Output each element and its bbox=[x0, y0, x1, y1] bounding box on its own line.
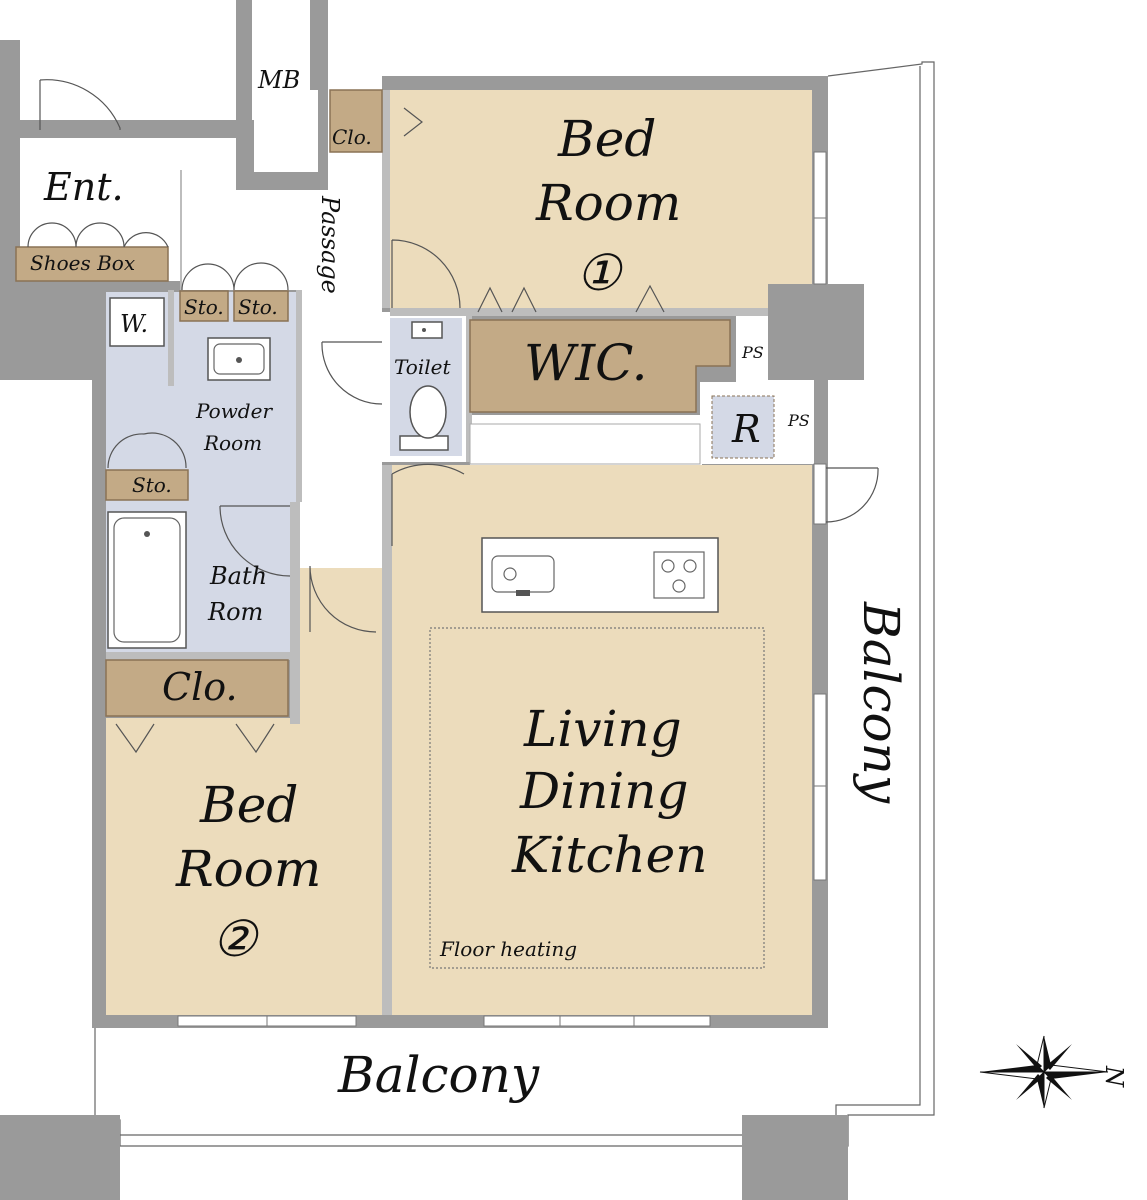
walk-in-closet bbox=[469, 319, 731, 413]
refrigerator-label: R bbox=[731, 407, 761, 451]
kitchen-island bbox=[481, 537, 719, 613]
north-label: N bbox=[1100, 1065, 1128, 1088]
storage-3-label: Sto. bbox=[132, 473, 172, 497]
powder-room-label-line2: Room bbox=[203, 431, 262, 455]
ps-label-2: PS bbox=[787, 411, 810, 430]
ldk-label-line3: Kitchen bbox=[511, 826, 707, 884]
closet-left-label: Clo. bbox=[162, 665, 238, 709]
toilet-icon bbox=[399, 321, 449, 451]
refrigerator-space bbox=[711, 395, 775, 459]
doors bbox=[27, 79, 879, 754]
ldk-label-line1: Living bbox=[523, 700, 682, 758]
entrance-label: Ent. bbox=[43, 165, 124, 209]
storage-2-label: Sto. bbox=[238, 295, 278, 319]
toilet-label: Toilet bbox=[394, 355, 451, 379]
washbasin-icon bbox=[207, 337, 271, 381]
bedroom-1-label-line1: Bed bbox=[557, 110, 656, 168]
column-bottom-left bbox=[0, 1115, 120, 1200]
bathtub-icon bbox=[107, 511, 187, 649]
shoes-box-label: Shoes Box bbox=[30, 251, 135, 275]
corridor-walls bbox=[0, 0, 328, 190]
washer-label: W. bbox=[120, 310, 148, 338]
column-bottom-right bbox=[742, 1115, 848, 1200]
shoes-box bbox=[15, 246, 169, 282]
windows-right bbox=[813, 151, 827, 881]
floor-heating-area bbox=[429, 627, 765, 969]
compass-icon bbox=[979, 1035, 1109, 1109]
floor-heating-label: Floor heating bbox=[439, 937, 577, 961]
balcony-right-label: Balcony bbox=[852, 601, 910, 804]
powder-room-label-line1: Powder bbox=[195, 399, 273, 423]
bath-room-label-line1: Bath bbox=[209, 562, 267, 590]
balcony-bottom-label: Balcony bbox=[337, 1046, 540, 1104]
partitions bbox=[106, 90, 812, 1015]
bedroom-2-number: ② bbox=[212, 910, 259, 968]
bedroom-1-number: ① bbox=[576, 244, 623, 302]
meter-box-label: MB bbox=[257, 66, 300, 94]
storage-2 bbox=[233, 290, 289, 322]
bath-room-label-line2: Rom bbox=[207, 598, 263, 626]
bedroom-2-label-line1: Bed bbox=[199, 776, 298, 834]
column-right bbox=[768, 284, 864, 380]
wic-label: WIC. bbox=[524, 334, 648, 392]
storage-1-label: Sto. bbox=[184, 295, 224, 319]
bedroom-1-label-line2: Room bbox=[535, 174, 681, 232]
closet-top-label: Clo. bbox=[332, 125, 372, 149]
stove-icon bbox=[653, 551, 705, 599]
bedroom-1 bbox=[390, 90, 812, 310]
ldk-label-line2: Dining bbox=[519, 762, 688, 820]
storage-1 bbox=[179, 290, 229, 322]
kitchen-counter-back bbox=[469, 423, 701, 465]
windows-bottom bbox=[177, 1015, 711, 1027]
closet-left bbox=[105, 659, 289, 717]
bedroom-2 bbox=[106, 718, 382, 1015]
passage-label: Passage bbox=[316, 195, 344, 294]
ps-label-1: PS bbox=[741, 343, 764, 362]
washer-icon bbox=[109, 297, 165, 347]
storage-3 bbox=[105, 469, 189, 501]
bedroom-2-label-line2: Room bbox=[175, 840, 321, 898]
closet-top bbox=[329, 89, 383, 153]
sink-icon bbox=[491, 555, 555, 596]
